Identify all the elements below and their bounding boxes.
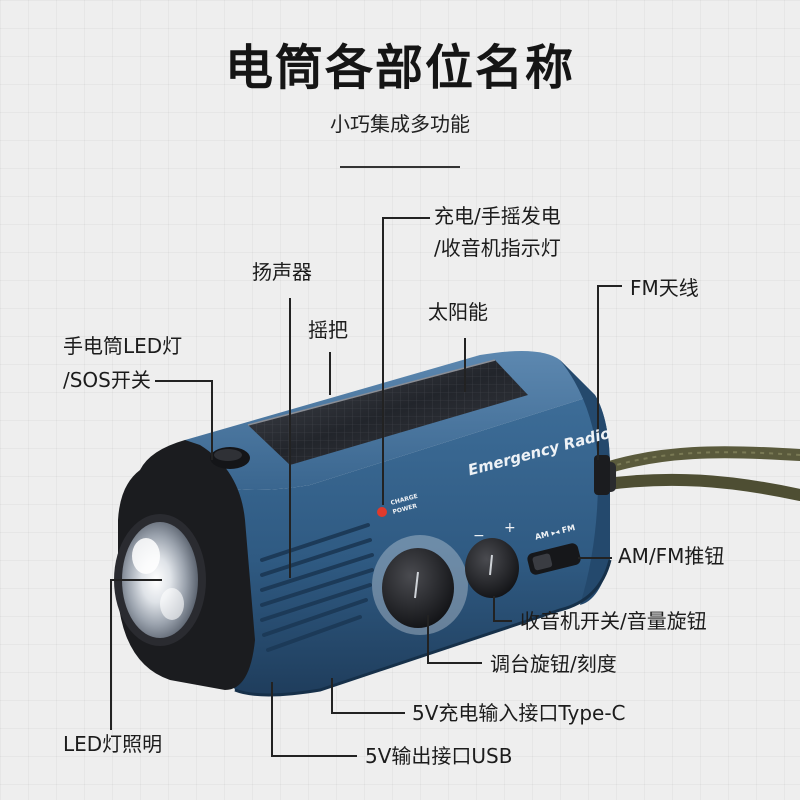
volume-knob	[465, 538, 519, 598]
label-fm-antenna: FM天线	[630, 276, 699, 300]
label-power-volume: 收音机开关/音量旋钮	[520, 609, 707, 633]
leader-lines	[110, 217, 622, 757]
volume-minus: −	[473, 528, 485, 544]
label-flashlight-line2: /SOS开关	[63, 368, 151, 392]
label-solar: 太阳能	[428, 300, 488, 324]
label-speaker: 扬声器	[252, 260, 312, 284]
label-flashlight: 手电筒LED灯 /SOS开关	[63, 332, 182, 394]
label-crank: 摇把	[308, 318, 348, 342]
tuning-dial	[372, 535, 468, 635]
label-type-c: 5V充电输入接口Type-C	[412, 701, 626, 725]
page-subtitle: 小巧集成多功能	[330, 112, 470, 136]
page-title: 电筒各部位名称	[224, 40, 575, 96]
speaker-grille	[260, 523, 374, 652]
title-divider	[340, 166, 460, 168]
label-flashlight-line1: 手电筒LED灯	[63, 334, 183, 358]
label-usb: 5V输出接口USB	[365, 744, 513, 768]
flashlight-button	[210, 447, 250, 469]
label-tuning: 调台旋钮/刻度	[490, 652, 617, 676]
label-led: LED灯照明	[63, 732, 163, 756]
antenna-mount	[594, 455, 610, 495]
indicator-led	[377, 507, 387, 517]
am-fm-slider	[527, 543, 581, 575]
volume-plus: +	[504, 520, 516, 536]
wrist-strap	[594, 446, 800, 501]
label-am-fm: AM/FM推钮	[618, 544, 725, 568]
label-indicator-line2: /收音机指示灯	[434, 236, 561, 260]
label-indicator-line1: 充电/手摇发电	[434, 204, 561, 228]
label-indicator: 充电/手摇发电 /收音机指示灯	[434, 202, 561, 262]
